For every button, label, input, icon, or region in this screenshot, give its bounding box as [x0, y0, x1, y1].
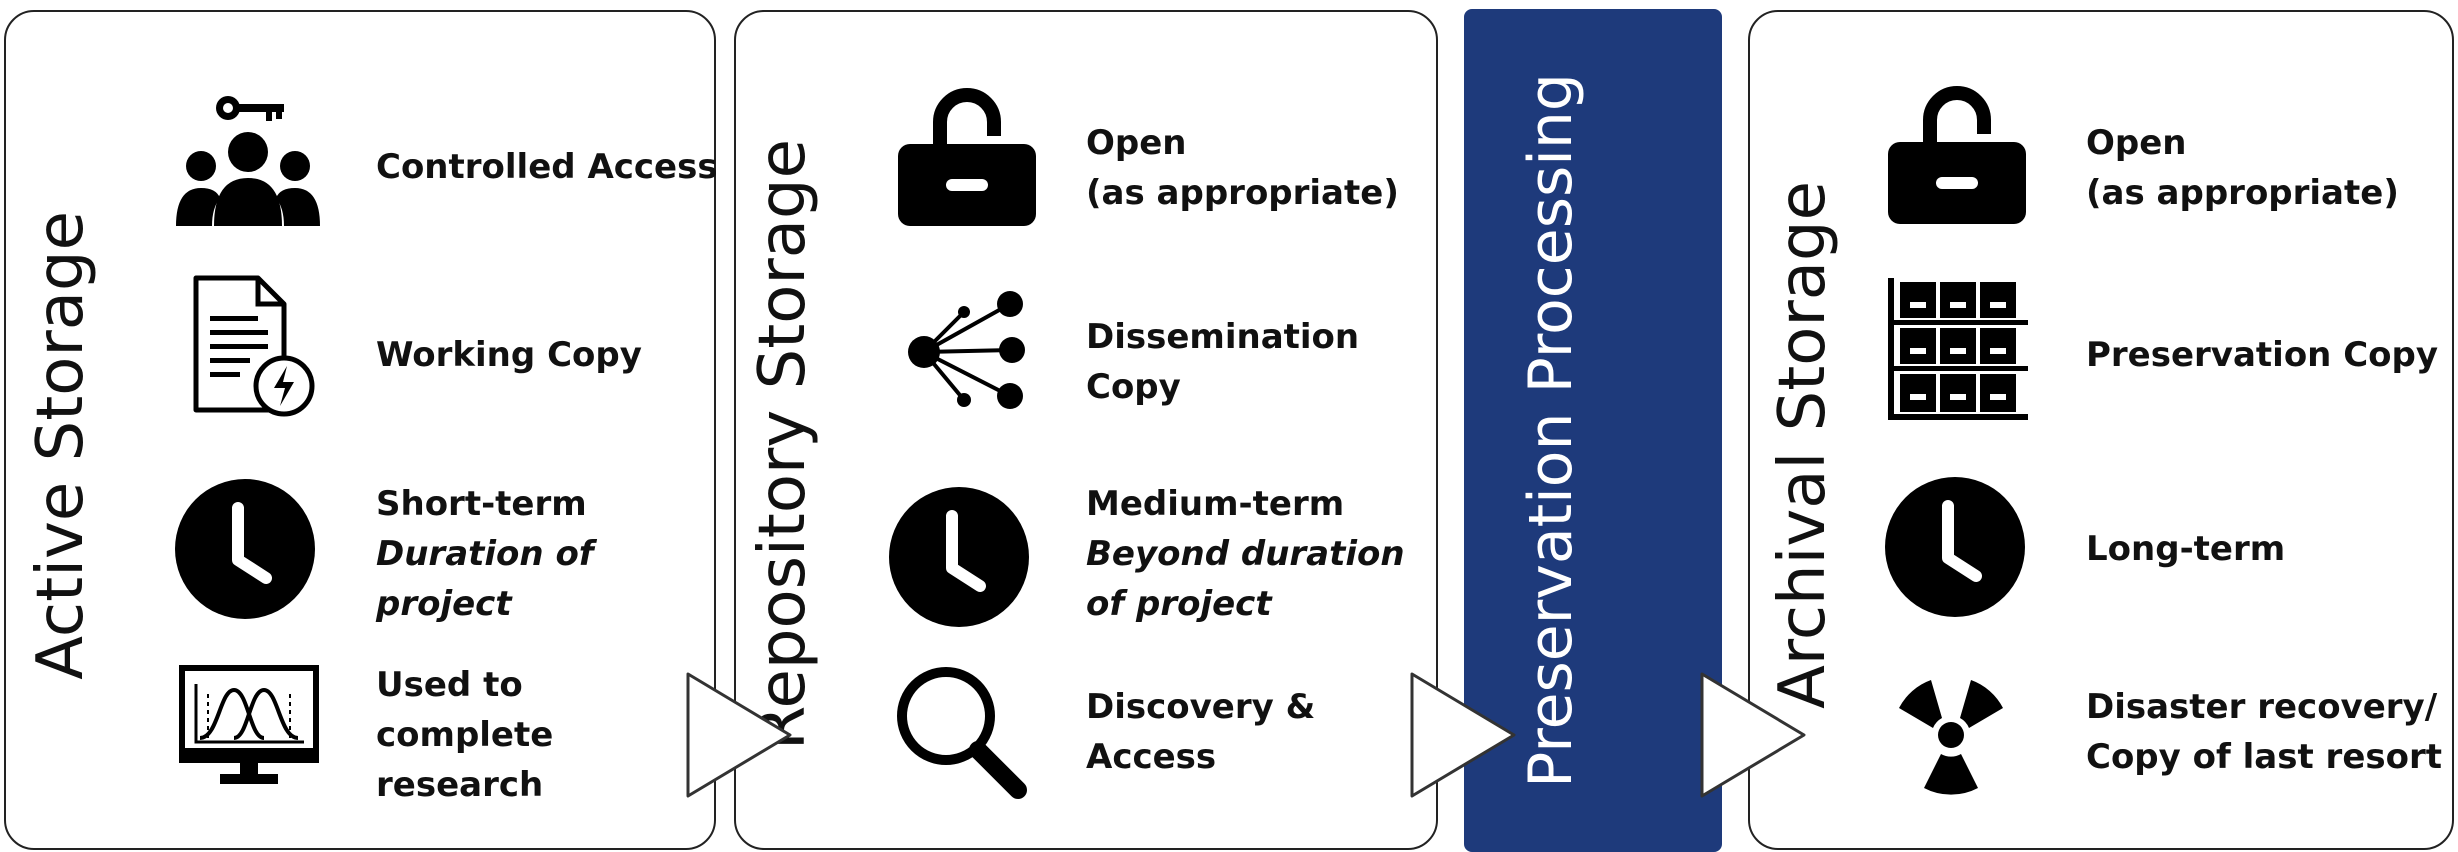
clock-icon	[174, 478, 316, 624]
flow-arrow-right-icon	[1410, 672, 1516, 798]
repository-open-label: Open (as appropriate)	[1086, 123, 1399, 213]
clock-icon	[1884, 476, 2026, 622]
controlled-access-label: Controlled Access	[376, 147, 718, 187]
controlled-access-icon	[168, 86, 328, 240]
short-term-label: Short-term Duration of project	[376, 484, 594, 624]
disaster-recovery-label: Disaster recovery/ Copy of last resort	[2086, 687, 2443, 777]
working-copy-label: Working Copy	[376, 335, 642, 375]
discovery-access-label: Discovery & Access	[1086, 687, 1316, 777]
preservation-processing-panel: Preservation Processing	[1464, 9, 1722, 852]
flow-arrow-right-icon	[1700, 672, 1806, 798]
active-storage-title: Active Storage	[24, 210, 98, 680]
long-term-label: Long-term	[2086, 529, 2286, 569]
working-copy-document-icon	[188, 274, 318, 423]
unlocked-padlock-icon	[892, 80, 1042, 234]
flow-arrow-right-icon	[686, 672, 792, 798]
clock-icon	[888, 486, 1030, 632]
unlocked-padlock-icon	[1882, 78, 2032, 232]
preservation-processing-title: Preservation Processing	[1516, 73, 1586, 788]
used-to-complete-research-label: Used to complete research	[376, 665, 554, 805]
storage-shelves-icon	[1882, 274, 2032, 428]
archival-open-label: Open (as appropriate)	[2086, 123, 2399, 213]
dissemination-network-icon	[902, 288, 1032, 420]
radiation-hazard-icon	[1886, 670, 2016, 804]
active-storage-panel: Active Storage Controlled Access	[4, 10, 718, 850]
magnifying-glass-icon	[890, 662, 1030, 806]
medium-term-label: Medium-term Beyond duration of project	[1086, 484, 1405, 624]
research-monitor-icon	[178, 664, 320, 798]
preservation-copy-label: Preservation Copy	[2086, 335, 2439, 375]
dissemination-copy-label: Dissemination Copy	[1086, 317, 1360, 407]
archival-storage-panel: Archival Storage Open (as appropriate)	[1748, 10, 2454, 850]
repository-storage-panel: Repository Storage Open (as appropriate)	[734, 10, 1438, 850]
